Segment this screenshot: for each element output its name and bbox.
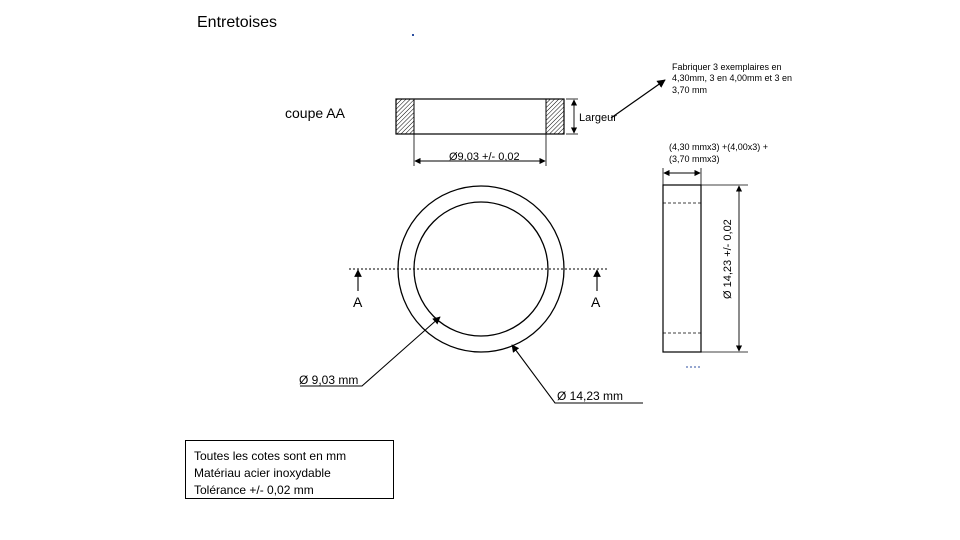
section-outline <box>395 98 565 135</box>
drawing-title: Entretoises <box>197 14 277 31</box>
side-thickness-note: (4,30 mmx3) +(4,00x3) + (3,70 mmx3) <box>669 142 771 164</box>
manufacture-note-line: 3,70 mm <box>672 85 707 95</box>
note-leader-arrow <box>610 79 666 119</box>
section-view <box>395 79 666 166</box>
outer-diameter-label: Ø 14,23 mm <box>557 389 623 403</box>
stray-mark <box>412 34 414 36</box>
note-line: Tolérance +/- 0,02 mm <box>194 483 314 497</box>
note-line: Matériau acier inoxydable <box>194 466 331 480</box>
side-outline <box>662 184 702 353</box>
section-label: coupe AA <box>285 105 346 121</box>
section-inner-dimension: Ø9,03 +/- 0,02 <box>449 151 520 163</box>
inner-diameter-label: Ø 9,03 mm <box>299 373 358 387</box>
manufacture-note-line: 4,30mm, 3 en 4,00mm et 3 en <box>672 73 792 83</box>
cut-mark-left: A <box>353 294 363 310</box>
section-hatch-left <box>395 98 415 135</box>
cut-mark-right: A <box>591 294 601 310</box>
side-outer-dimension: Ø 14,23 +/- 0,02 <box>722 219 734 299</box>
note-line: Toutes les cotes sont en mm <box>194 449 347 463</box>
manufacture-note-line: Fabriquer 3 exemplaires en <box>672 62 782 72</box>
side-thickness-note-line: (4,30 mmx3) +(4,00x3) + <box>669 142 768 152</box>
manufacture-note: Fabriquer 3 exemplaires en 4,30mm, 3 en … <box>672 62 795 95</box>
section-hatch-right <box>545 98 565 135</box>
notes-box: Toutes les cotes sont en mm Matériau aci… <box>185 440 394 499</box>
inner-diameter-leader <box>300 316 441 387</box>
width-label: Largeur <box>579 112 617 124</box>
side-view <box>662 168 748 368</box>
outer-diameter-leader <box>511 344 643 404</box>
side-thickness-note-line: (3,70 mmx3) <box>669 154 720 164</box>
front-view <box>300 185 643 404</box>
